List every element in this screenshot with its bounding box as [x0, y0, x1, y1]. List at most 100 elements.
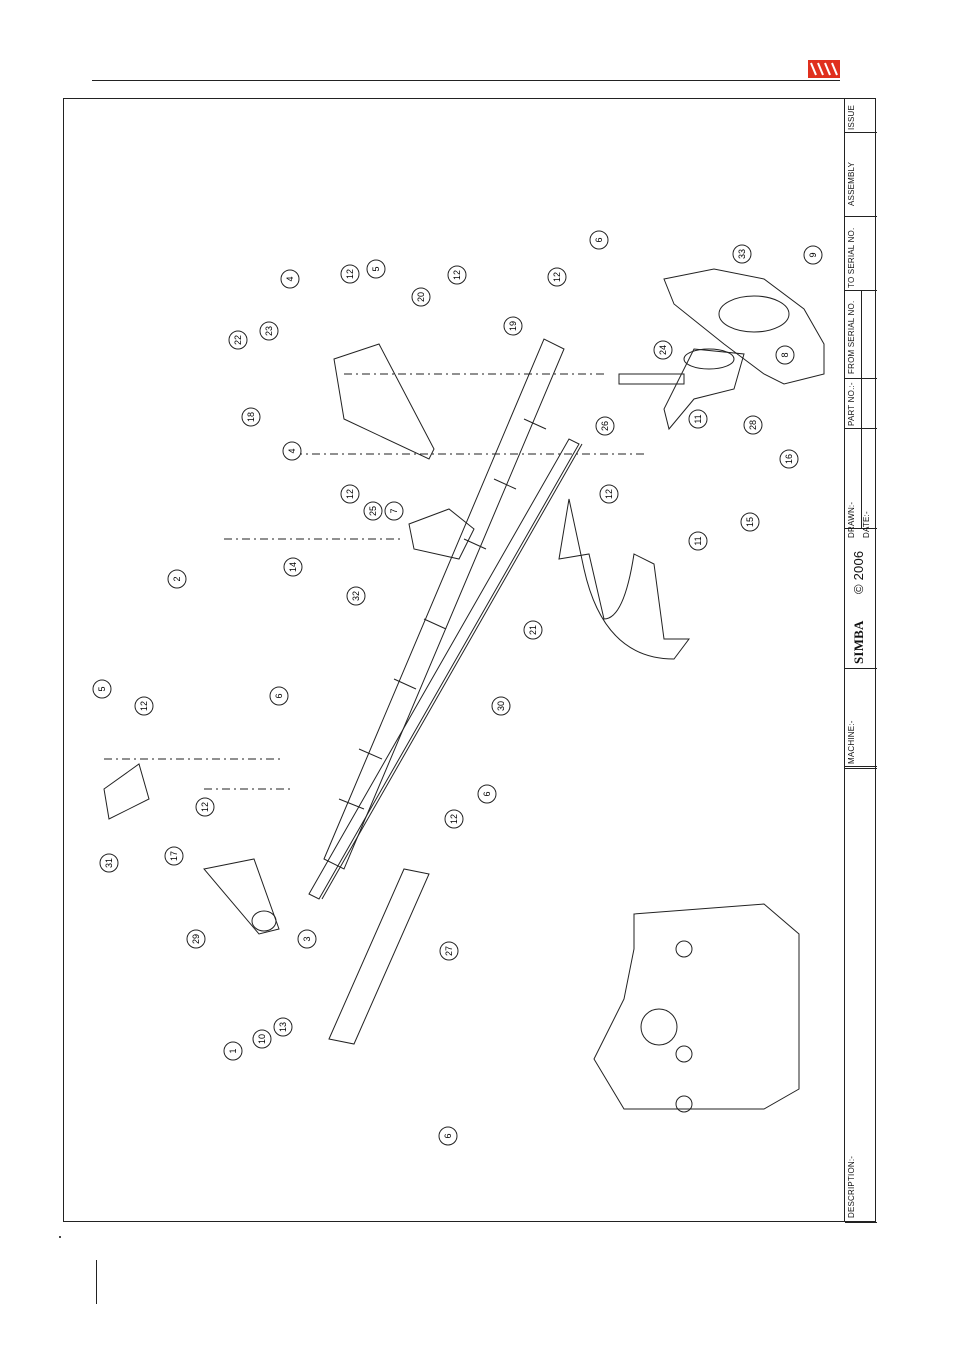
callout-12: 12	[445, 810, 463, 828]
callout-label: 7	[389, 508, 399, 513]
callout-label: 12	[604, 489, 614, 499]
callout-label: 12	[345, 269, 355, 279]
description-label: DESCRIPTION:-	[847, 1156, 856, 1218]
callout-label: 29	[191, 934, 201, 944]
simba-brand: SIMBA	[851, 620, 867, 664]
callout-12: 12	[600, 485, 618, 503]
callout-28: 28	[744, 416, 762, 434]
adjust-plate	[104, 764, 149, 819]
callout-label: 6	[274, 693, 284, 698]
callout-1: 1	[224, 1042, 242, 1060]
callout-label: 4	[285, 276, 295, 281]
drawn-label: DRAWN:-	[847, 502, 856, 538]
callout-label: 5	[371, 266, 381, 271]
margin-mark	[59, 1236, 61, 1238]
callout-label: 6	[482, 791, 492, 796]
callout-label: 12	[139, 701, 149, 711]
bracket-plate	[334, 344, 434, 459]
callout-label: 3	[302, 936, 312, 941]
callout-label: 12	[345, 489, 355, 499]
callout-7: 7	[385, 502, 403, 520]
callout-12: 12	[341, 485, 359, 503]
callout-6: 6	[590, 231, 608, 249]
callout-26: 26	[596, 417, 614, 435]
title-block: ISSUE ASSEMBLY TO SERIAL NO. FROM SERIAL…	[844, 98, 876, 1222]
callout-4: 4	[283, 442, 301, 460]
callout-11: 11	[689, 410, 707, 428]
assembly-label: ASSEMBLY	[847, 162, 856, 206]
detail-view	[594, 904, 799, 1109]
callout-27: 27	[440, 942, 458, 960]
callout-label: 8	[780, 352, 790, 357]
callout-label: 15	[745, 517, 755, 527]
callout-label: 28	[748, 420, 758, 430]
callout-32: 32	[347, 587, 365, 605]
to-serial-label: TO SERIAL NO.	[847, 228, 856, 288]
callout-label: 25	[368, 506, 378, 516]
callout-label: 4	[287, 448, 297, 453]
callout-19: 19	[504, 317, 522, 335]
callout-label: 12	[449, 814, 459, 824]
callout-10: 10	[253, 1030, 271, 1048]
callout-label: 32	[351, 591, 361, 601]
callout-11: 11	[689, 532, 707, 550]
callout-12: 12	[341, 265, 359, 283]
callout-label: 6	[443, 1133, 453, 1138]
part-no-label: PART NO.:-	[847, 382, 856, 426]
date-label: DATE:-	[862, 511, 871, 538]
copyright-text: © 2006	[851, 551, 866, 594]
callout-8: 8	[776, 346, 794, 364]
machine-label: MACHINE:-	[847, 720, 856, 764]
callout-label: 9	[808, 252, 818, 257]
callout-31: 31	[100, 854, 118, 872]
callout-13: 13	[274, 1018, 292, 1036]
callout-label: 27	[444, 946, 454, 956]
issue-label: ISSUE	[847, 105, 856, 130]
callout-12: 12	[196, 798, 214, 816]
callout-12: 12	[548, 268, 566, 286]
callout-3: 3	[298, 930, 316, 948]
exploded-assembly-drawing: 1234455666678910111112121212121212121314…	[64, 99, 844, 1221]
callout-18: 18	[242, 408, 260, 426]
callout-22: 22	[229, 331, 247, 349]
callout-6: 6	[270, 687, 288, 705]
callout-label: 10	[257, 1034, 267, 1044]
callout-12: 12	[135, 697, 153, 715]
callout-label: 24	[658, 345, 668, 355]
bolt-24	[619, 374, 684, 384]
simba-logo	[808, 58, 840, 80]
callout-33: 33	[733, 245, 751, 263]
callout-17: 17	[165, 847, 183, 865]
callout-30: 30	[492, 697, 510, 715]
callout-15: 15	[741, 513, 759, 531]
callout-label: 22	[233, 335, 243, 345]
callout-label: 11	[693, 414, 703, 423]
callout-label: 31	[104, 858, 114, 868]
callout-label: 17	[169, 851, 179, 861]
callout-label: 18	[246, 412, 256, 422]
callout-20: 20	[412, 288, 430, 306]
callout-label: 11	[693, 536, 703, 545]
callout-label: 5	[97, 686, 107, 691]
callout-4: 4	[281, 270, 299, 288]
callout-label: 14	[288, 562, 298, 572]
callout-29: 29	[187, 930, 205, 948]
callout-label: 6	[594, 237, 604, 242]
callout-label: 26	[600, 421, 610, 431]
callout-label: 30	[496, 701, 506, 711]
callout-23: 23	[260, 322, 278, 340]
callout-label: 33	[737, 249, 747, 259]
mounting-plate	[409, 509, 474, 559]
lower-bracket	[204, 859, 279, 934]
callout-label: 16	[784, 454, 794, 464]
callout-label: 2	[172, 576, 182, 581]
callout-label: 1	[228, 1048, 238, 1053]
callout-label: 12	[552, 272, 562, 282]
callout-label: 23	[264, 326, 274, 336]
callout-label: 20	[416, 292, 426, 302]
header-rule	[92, 80, 840, 81]
callout-24: 24	[654, 341, 672, 359]
callout-12: 12	[448, 266, 466, 284]
callout-6: 6	[439, 1127, 457, 1145]
callout-9: 9	[804, 246, 822, 264]
